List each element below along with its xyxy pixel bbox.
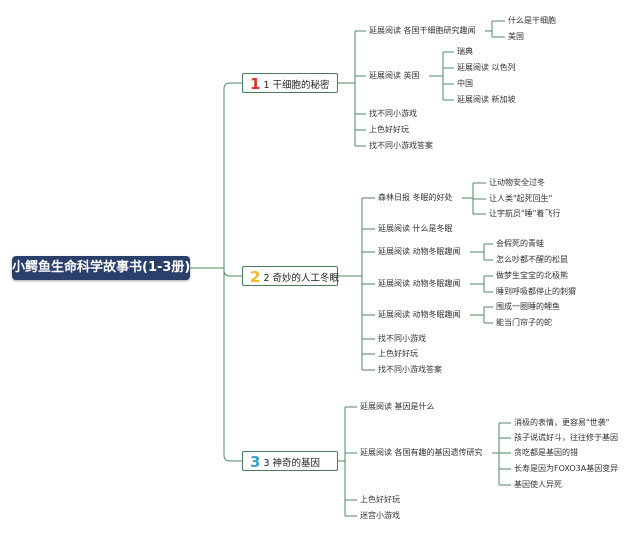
- detail-item[interactable]: 基因使人异死: [514, 480, 562, 489]
- subtopic-item[interactable]: 延展阅读 动物冬眠趣闻: [378, 247, 461, 256]
- subtopic-item[interactable]: 找不同小游戏答案: [369, 141, 433, 150]
- detail-item[interactable]: 让人类"起死回生": [489, 194, 553, 203]
- subtopic-item[interactable]: 上色好好玩: [369, 125, 409, 134]
- subtopic-item[interactable]: 延展阅读 基因是什么: [360, 402, 435, 411]
- detail-item[interactable]: 美国: [508, 32, 524, 41]
- detail-item[interactable]: 中国: [457, 79, 473, 88]
- branch-label: 3 神奇的基因: [263, 458, 321, 469]
- detail-item[interactable]: 能当门帘子的蛇: [496, 318, 552, 327]
- detail-item[interactable]: 让动物安全过冬: [489, 178, 545, 187]
- root-topic[interactable]: 小鳄鱼生命科学故事书(1-3册): [12, 256, 190, 280]
- detail-item[interactable]: 围成一圈睡的鲤鱼: [496, 302, 560, 311]
- detail-item[interactable]: 延展阅读 新加坡: [457, 95, 516, 104]
- subtopic-item[interactable]: 迷宫小游戏: [360, 511, 400, 520]
- detail-item[interactable]: 怎么吵都不醒的松鼠: [496, 255, 568, 264]
- branch-connector-1: [223, 82, 242, 268]
- subtopic-item[interactable]: 延展阅读 各国干细胞研究趣闻: [369, 26, 476, 35]
- subtopic-item[interactable]: 延展阅读 各国有趣的基因遗传研究: [360, 448, 483, 457]
- subtopic-item[interactable]: 延展阅读 动物冬眠趣闻: [378, 279, 461, 288]
- branch-label: 1 干细胞的秘密: [263, 80, 330, 91]
- subtopic-item[interactable]: 上色好好玩: [378, 349, 418, 358]
- detail-item[interactable]: 瑞典: [457, 47, 473, 56]
- subtopic-item[interactable]: 森林日报 冬眠的好处: [378, 193, 453, 202]
- subtopic-item[interactable]: 上色好好玩: [360, 495, 400, 504]
- branch-number: 1: [250, 75, 261, 93]
- detail-item[interactable]: 延展阅读 以色列: [457, 63, 516, 72]
- branch-connector-3: [223, 268, 242, 462]
- subtopic-item[interactable]: 找不同小游戏: [369, 109, 417, 118]
- detail-item[interactable]: 睡到呼吸都停止的刺猬: [496, 287, 576, 296]
- branch-number: 3: [250, 453, 261, 471]
- subtopic-item[interactable]: 找不同小游戏答案: [378, 365, 442, 374]
- detail-item[interactable]: 什么是干细胞: [508, 16, 556, 25]
- detail-item[interactable]: 孩子说谎好斗，往往修于基因: [514, 433, 618, 442]
- branch-connector-2: [223, 268, 242, 277]
- detail-item[interactable]: 让宇航员"睡"着飞行: [489, 209, 561, 218]
- subtopic-item[interactable]: 找不同小游戏: [378, 334, 426, 343]
- detail-item[interactable]: 消极的表情，更容易"世袭": [514, 418, 610, 427]
- subtopic-item[interactable]: 延展阅读 英国: [369, 71, 420, 80]
- detail-item[interactable]: 会假死的青蛙: [496, 239, 544, 248]
- detail-item[interactable]: 贪吃都是基因的错: [514, 448, 578, 457]
- detail-item[interactable]: 长寿是因为FOXO3A基因变异: [514, 464, 619, 473]
- subtopic-item[interactable]: 延展阅读 什么是冬眠: [378, 224, 453, 233]
- branch-label: 2 奇妙的人工冬眠: [263, 273, 340, 284]
- detail-item[interactable]: 做梦生宝宝的北极熊: [496, 271, 568, 280]
- subtopic-item[interactable]: 延展阅读 动物冬眠趣闻: [378, 310, 461, 319]
- branch-number: 2: [250, 268, 261, 286]
